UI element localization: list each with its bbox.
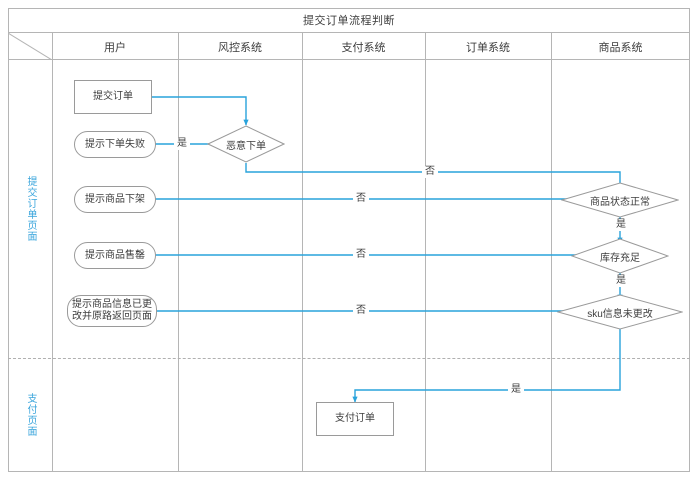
- node-pay-order[interactable]: 支付订单: [316, 402, 394, 436]
- diagram-title: 提交订单流程判断: [8, 8, 690, 33]
- node-sku-unchanged-label: sku信息未更改: [587, 308, 653, 320]
- node-product-status-ok[interactable]: 商品状态正常: [561, 182, 679, 218]
- node-tip-sku-changed-line2: 改并原路返回页面: [72, 311, 152, 322]
- edge-label-sku-no: 否: [353, 305, 369, 317]
- column-divider-4: [425, 33, 426, 472]
- edge-label-product-status-no: 否: [353, 193, 369, 205]
- edge-label-stock-yes: 是: [613, 275, 629, 287]
- edge-label-product-status-yes: 是: [613, 219, 629, 231]
- node-tip-product-soldout[interactable]: 提示商品售罄: [74, 242, 156, 269]
- column-header-user: 用户: [104, 41, 126, 54]
- swimlane-header-row: 用户 风控系统 支付系统 订单系统 商品系统: [8, 33, 690, 60]
- edge-label-stock-no: 否: [353, 249, 369, 261]
- node-tip-order-failed[interactable]: 提示下单失败: [74, 131, 156, 158]
- node-product-status-ok-label: 商品状态正常: [590, 196, 650, 208]
- column-divider-2: [178, 33, 179, 472]
- edge-label-malicious-no: 否: [422, 166, 438, 178]
- node-sku-unchanged[interactable]: sku信息未更改: [557, 294, 683, 330]
- column-header-product: 商品系统: [598, 41, 643, 54]
- node-tip-sku-changed-line1: 提示商品信息已更: [72, 299, 152, 310]
- column-header-order: 订单系统: [466, 41, 510, 54]
- column-divider-1: [52, 33, 53, 472]
- node-stock-enough[interactable]: 库存充足: [571, 238, 669, 274]
- column-divider-5: [551, 33, 552, 472]
- lane-divider: [8, 358, 690, 359]
- node-malicious-order[interactable]: 恶意下单: [207, 125, 285, 163]
- column-header-risk: 风控系统: [218, 41, 262, 54]
- node-stock-enough-label: 库存充足: [600, 252, 640, 264]
- lane-label-payment-page: 支付页面: [25, 393, 36, 437]
- node-submit-order[interactable]: 提交订单: [74, 80, 152, 114]
- corner-cell: [8, 33, 52, 60]
- column-header-pay: 支付系统: [341, 41, 386, 54]
- column-divider-3: [302, 33, 303, 472]
- node-tip-sku-changed[interactable]: 提示商品信息已更 改并原路返回页面: [67, 295, 157, 327]
- lane-label-submit-order-page: 提交订单页面: [25, 176, 36, 242]
- node-malicious-order-label: 恶意下单: [226, 140, 266, 152]
- node-tip-product-offline[interactable]: 提示商品下架: [74, 186, 156, 213]
- edge-label-sku-yes: 是: [508, 384, 524, 396]
- edge-label-malicious-yes: 是: [174, 138, 190, 150]
